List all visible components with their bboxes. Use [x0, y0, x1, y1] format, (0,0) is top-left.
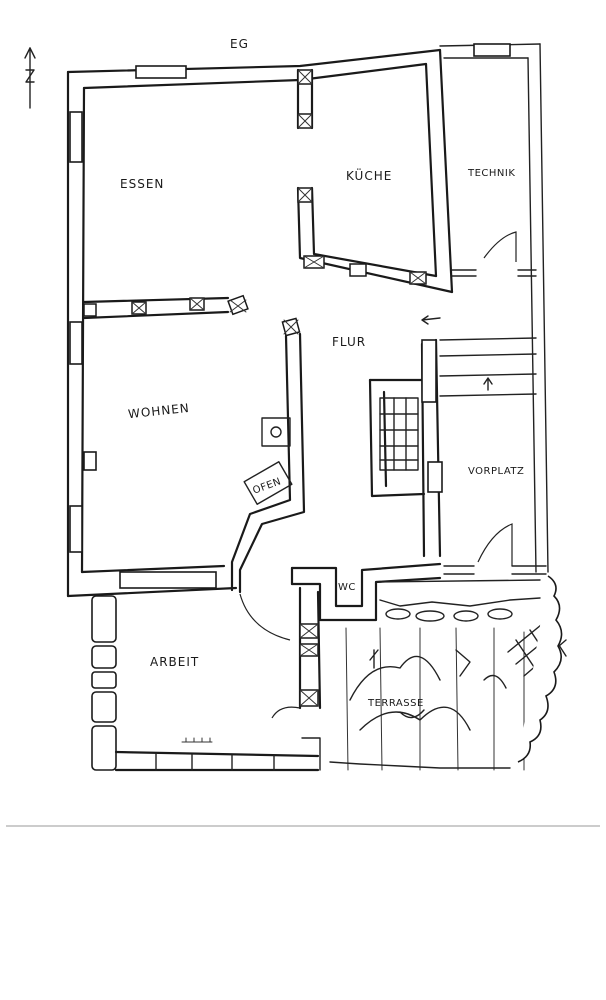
floor-label: EG	[230, 37, 249, 51]
technik-walls	[439, 43, 549, 573]
essen-wohnen-wall	[82, 294, 249, 320]
terrasse-area	[329, 575, 567, 771]
room-label-arbeit: ARBEIT	[150, 655, 199, 669]
window-wohnen-south-west	[69, 505, 83, 553]
ofen-label: OFEN	[251, 476, 282, 496]
window-wohnen-west	[69, 321, 83, 365]
exterior-walls	[66, 48, 454, 598]
room-label-essen: ESSEN	[120, 177, 164, 191]
arbeit-walls	[91, 595, 321, 772]
arbeit-door-swing	[271, 706, 301, 719]
room-label-flur: FLUR	[332, 335, 366, 349]
stove-icon	[243, 461, 293, 505]
window-essen-north	[135, 65, 187, 79]
room-label-wohnen: WOHNEN	[127, 401, 190, 421]
niche-wohnen	[83, 451, 97, 471]
window-wohnen-south	[119, 571, 217, 589]
window-essen-west	[69, 111, 83, 163]
kitchen-walls	[296, 68, 454, 294]
room-label-kueche: KÜCHE	[346, 167, 392, 183]
room-label-vorplatz: VORPLATZ	[468, 466, 524, 477]
vorplatz-walls	[420, 315, 547, 575]
wc-label: WC	[338, 582, 356, 593]
wohnen-door-swing	[239, 593, 291, 641]
room-label-terrasse: TERRASSE	[367, 698, 424, 709]
wc-walls	[290, 562, 442, 710]
staircase	[368, 378, 426, 498]
room-label-technik: TECHNIK	[467, 168, 515, 179]
north-arrow-icon	[24, 47, 36, 109]
wohnen-east-wall	[230, 317, 306, 594]
